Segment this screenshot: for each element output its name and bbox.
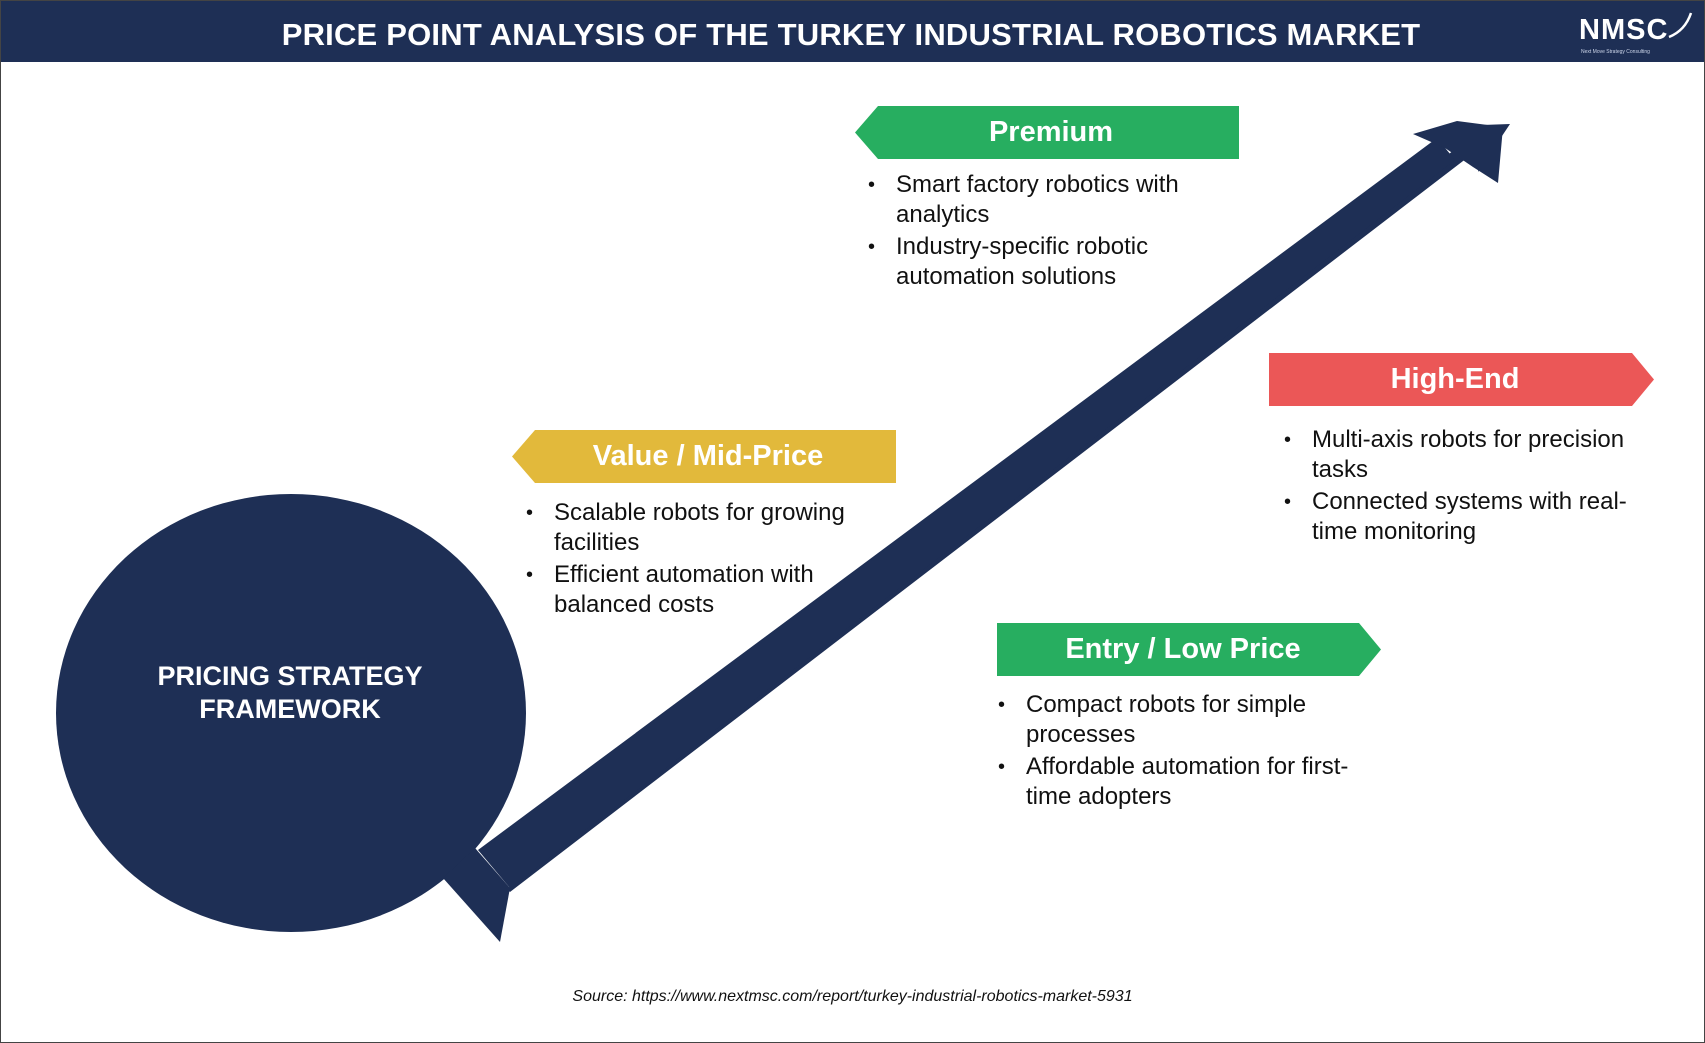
high-end-label: High-End <box>1390 363 1520 395</box>
list-item: Industry-specific robotic automation sol… <box>866 232 1206 292</box>
entry-label: Entry / Low Price <box>1065 633 1301 665</box>
framework-label-line1: PRICING STRATEGY <box>157 661 423 691</box>
value-tag <box>512 430 896 483</box>
premium-bullets: Smart factory robotics with analytics In… <box>866 170 1206 294</box>
entry-tag <box>997 623 1381 676</box>
list-item: Affordable automation for first-time ado… <box>996 752 1366 812</box>
framework-label-line2: FRAMEWORK <box>199 694 381 724</box>
list-item: Scalable robots for growing facilities <box>524 498 864 558</box>
nmsc-logo: NMSC Next Move Strategy Consulting <box>1579 12 1693 59</box>
value-label: Value / Mid-Price <box>592 440 824 472</box>
growth-arrow-tail <box>443 848 510 942</box>
entry-bullets: Compact robots for simple processes Affo… <box>996 690 1366 814</box>
list-item: Connected systems with real-time monitor… <box>1282 487 1652 547</box>
list-item: Smart factory robotics with analytics <box>866 170 1206 230</box>
growth-arrow-shaft <box>478 138 1455 888</box>
logo-swoosh-icon <box>1668 12 1693 39</box>
source-citation: Source: https://www.nextmsc.com/report/t… <box>572 988 1133 1005</box>
high-end-tag <box>1269 353 1654 406</box>
high-end-bullets: Multi-axis robots for precision tasks Co… <box>1282 425 1652 549</box>
value-bullets: Scalable robots for growing facilities E… <box>524 498 864 622</box>
page-title: PRICE POINT ANALYSIS OF THE TURKEY INDUS… <box>281 17 1421 52</box>
title-banner: PRICE POINT ANALYSIS OF THE TURKEY INDUS… <box>1 1 1704 62</box>
logo-wordmark: NMSC <box>1579 14 1669 46</box>
list-item: Compact robots for simple processes <box>996 690 1366 750</box>
premium-tag <box>855 106 1239 159</box>
list-item: Efficient automation with balanced costs <box>524 560 864 620</box>
growth-arrow-head <box>1413 121 1503 183</box>
logo-tagline: Next Move Strategy Consulting <box>1581 49 1650 55</box>
premium-label: Premium <box>988 116 1114 148</box>
framework-circle <box>56 494 526 932</box>
framework-label: PRICING STRATEGY FRAMEWORK <box>90 660 490 726</box>
list-item: Multi-axis robots for precision tasks <box>1282 425 1652 485</box>
